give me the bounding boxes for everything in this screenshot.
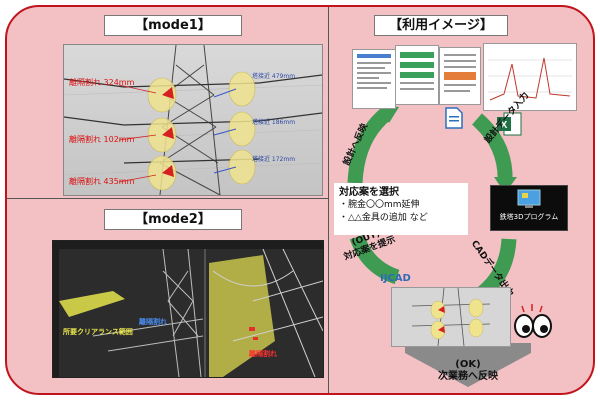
computer-icon — [517, 189, 541, 208]
program-label: 鉄塔3Dプログラム — [499, 213, 559, 221]
document-icon — [444, 54, 476, 92]
mode2-title: 【mode2】 — [104, 209, 242, 230]
mode1-label-right-2: 塔接近 186mm — [252, 119, 296, 126]
eyes-icon — [510, 304, 554, 338]
document-icon — [357, 54, 391, 89]
design-doc-3 — [439, 47, 481, 105]
mode1-label-right-3: 塔接近 172mm — [252, 156, 296, 163]
callout-title: 対応案を選択 — [339, 187, 399, 198]
design-doc-2 — [395, 45, 439, 105]
tower-3d-icon — [411, 288, 491, 346]
usage-title: 【利用イメージ】 — [374, 15, 508, 36]
label-next-task: (OK) 次業務へ反映 — [438, 359, 498, 382]
document-icon — [445, 107, 463, 129]
mode1-label-left-2: 離隔割れ 102mm — [69, 135, 135, 144]
callout-line-2: ・△△金具の追加 など — [339, 213, 428, 223]
vertical-divider — [328, 7, 329, 393]
mode1-title: 【mode1】 — [104, 15, 242, 36]
diagram-frame: 【mode1】 — [5, 5, 595, 395]
callout-line-1: ・腕金〇〇mm延伸 — [339, 200, 420, 210]
mode2-label-yellow: 所要クリアランス範囲 — [63, 328, 133, 336]
cad-screenshot — [391, 287, 511, 347]
ijcad-logo-icon: IJCAD — [380, 273, 411, 284]
mode1-screenshot: 離隔割れ 324mm 離隔割れ 102mm 離隔割れ 435mm 塔接近 479… — [63, 44, 323, 196]
tower-3d-dark-icon — [53, 241, 323, 377]
option-callout: 対応案を選択 ・腕金〇〇mm延伸 ・△△金具の追加 など — [334, 183, 468, 235]
mode2-label-red: 離隔割れ — [249, 350, 277, 358]
mode1-label-left-3: 離隔割れ 435mm — [69, 177, 135, 186]
mode2-screenshot: 所要クリアランス範囲 離隔割れ 離隔割れ — [52, 240, 324, 378]
excel-icon: X — [496, 111, 522, 137]
tower-3d-icon — [64, 45, 322, 195]
design-chart-doc — [483, 43, 577, 111]
tower-program-box: 鉄塔3Dプログラム — [490, 185, 568, 231]
document-icon — [400, 52, 434, 90]
design-doc-1 — [352, 49, 396, 109]
mode1-label-left-1: 離隔割れ 324mm — [69, 78, 135, 87]
mode1-label-right-1: 塔接近 479mm — [252, 73, 296, 80]
svg-text:X: X — [501, 120, 508, 131]
graph-icon — [488, 57, 572, 101]
horizontal-divider — [7, 198, 328, 199]
mode2-label-blue: 離隔割れ — [139, 318, 167, 326]
